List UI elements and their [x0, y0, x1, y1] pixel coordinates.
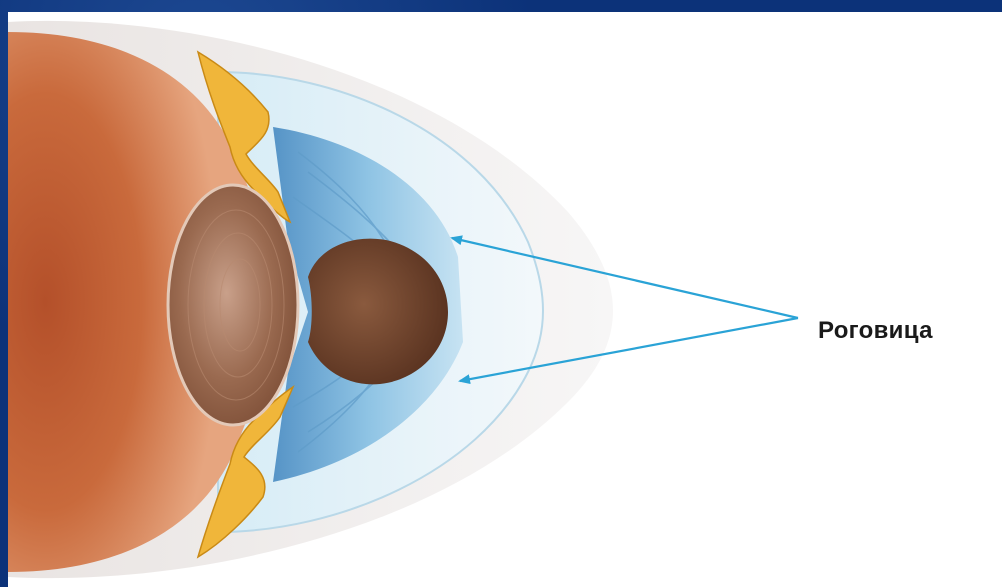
- illustration-panel: Роговица: [8, 12, 1002, 587]
- eye-anatomy-illustration: [8, 12, 1002, 587]
- cornea-label: Роговица: [818, 317, 933, 345]
